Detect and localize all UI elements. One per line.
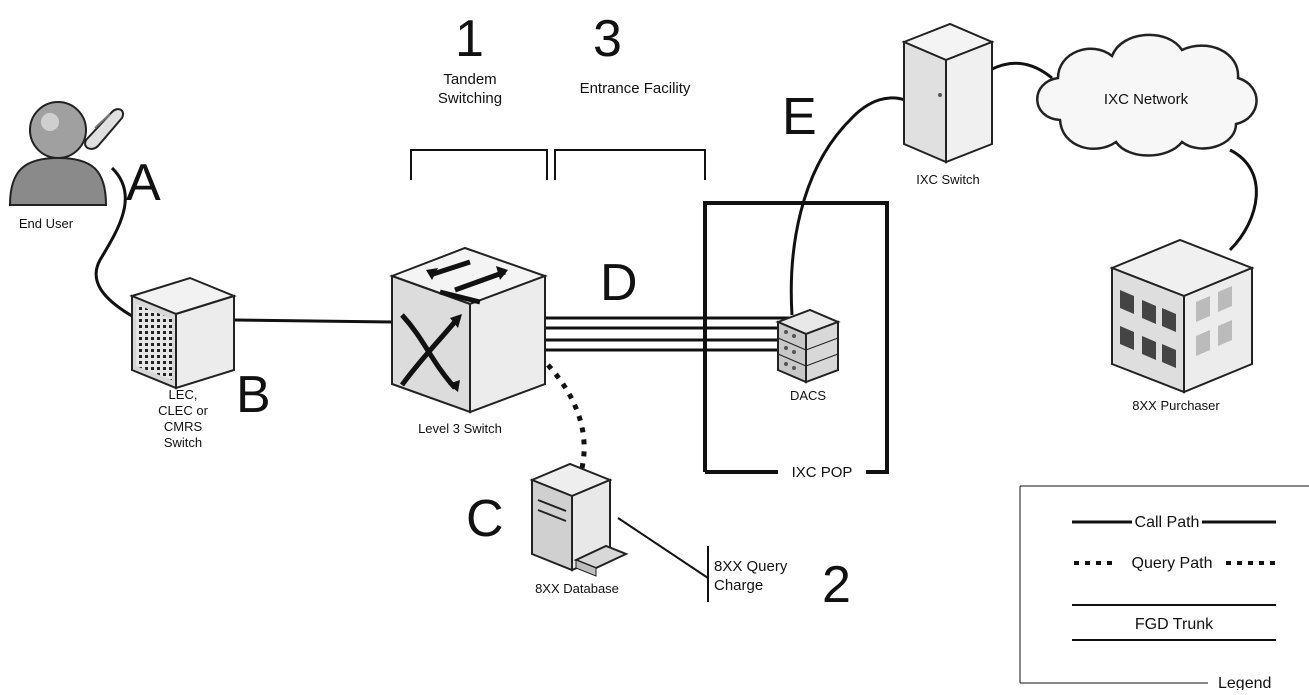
lec-label-1: LEC, <box>169 387 198 402</box>
entrance-facility-label: Entrance Facility <box>580 80 691 97</box>
purchaser-label: 8XX Purchaser <box>1132 398 1220 413</box>
dacs-icon <box>775 308 841 384</box>
marker-2: 2 <box>822 556 851 614</box>
call-path-e <box>789 96 906 316</box>
ixc-network-label: IXC Network <box>1104 91 1189 108</box>
lec-label-4: Switch <box>164 435 202 450</box>
marker-1: 1 <box>455 10 484 68</box>
marker-d: D <box>600 254 638 312</box>
marker-3: 3 <box>593 10 622 68</box>
end-user-label: End User <box>19 216 74 231</box>
ixc-switch-icon <box>901 22 995 164</box>
call-path-cloud-purchaser <box>1228 148 1258 252</box>
ixc-switch-label: IXC Switch <box>916 172 980 187</box>
lec-label-2: CLEC or <box>158 403 209 418</box>
query-charge-label-1: 8XX Query <box>714 558 788 575</box>
query-path-c <box>546 363 587 469</box>
level3-switch-icon <box>389 246 548 414</box>
bracket-tandem <box>410 149 548 180</box>
legend-title: Legend <box>1218 675 1271 690</box>
phone-icon <box>84 108 124 150</box>
tandem-label-2: Switching <box>438 90 502 107</box>
legend-fgd-trunk: FGD Trunk <box>1135 616 1214 633</box>
bracket-entrance <box>554 149 706 180</box>
marker-e: E <box>782 88 817 146</box>
query-charge-line <box>617 517 709 579</box>
tandem-label-1: Tandem <box>443 71 496 88</box>
level3-switch-label: Level 3 Switch <box>418 421 502 436</box>
end-user-icon <box>8 101 108 206</box>
marker-a: A <box>126 154 161 212</box>
ixc-pop-label: IXC POP <box>792 464 853 481</box>
database-label: 8XX Database <box>535 581 619 596</box>
marker-c: C <box>466 490 504 548</box>
fgd-trunk-d <box>545 316 790 352</box>
legend-call-path: Call Path <box>1135 514 1200 531</box>
lec-label-3: CMRS <box>164 419 203 434</box>
call-path-a <box>94 166 133 318</box>
marker-b: B <box>236 366 271 424</box>
legend-query-path: Query Path <box>1132 555 1213 572</box>
legend-box <box>1019 485 1309 684</box>
lec-switch-icon <box>129 276 237 390</box>
call-path-switch-cloud <box>989 61 1053 80</box>
dacs-label: DACS <box>790 388 826 403</box>
purchaser-building-icon <box>1109 238 1255 394</box>
database-server-icon <box>529 462 629 577</box>
ixc-network-cloud <box>1036 33 1258 157</box>
call-path-b <box>233 318 396 324</box>
ixc-pop-box <box>703 201 889 474</box>
query-charge-label-2: Charge <box>714 577 763 594</box>
